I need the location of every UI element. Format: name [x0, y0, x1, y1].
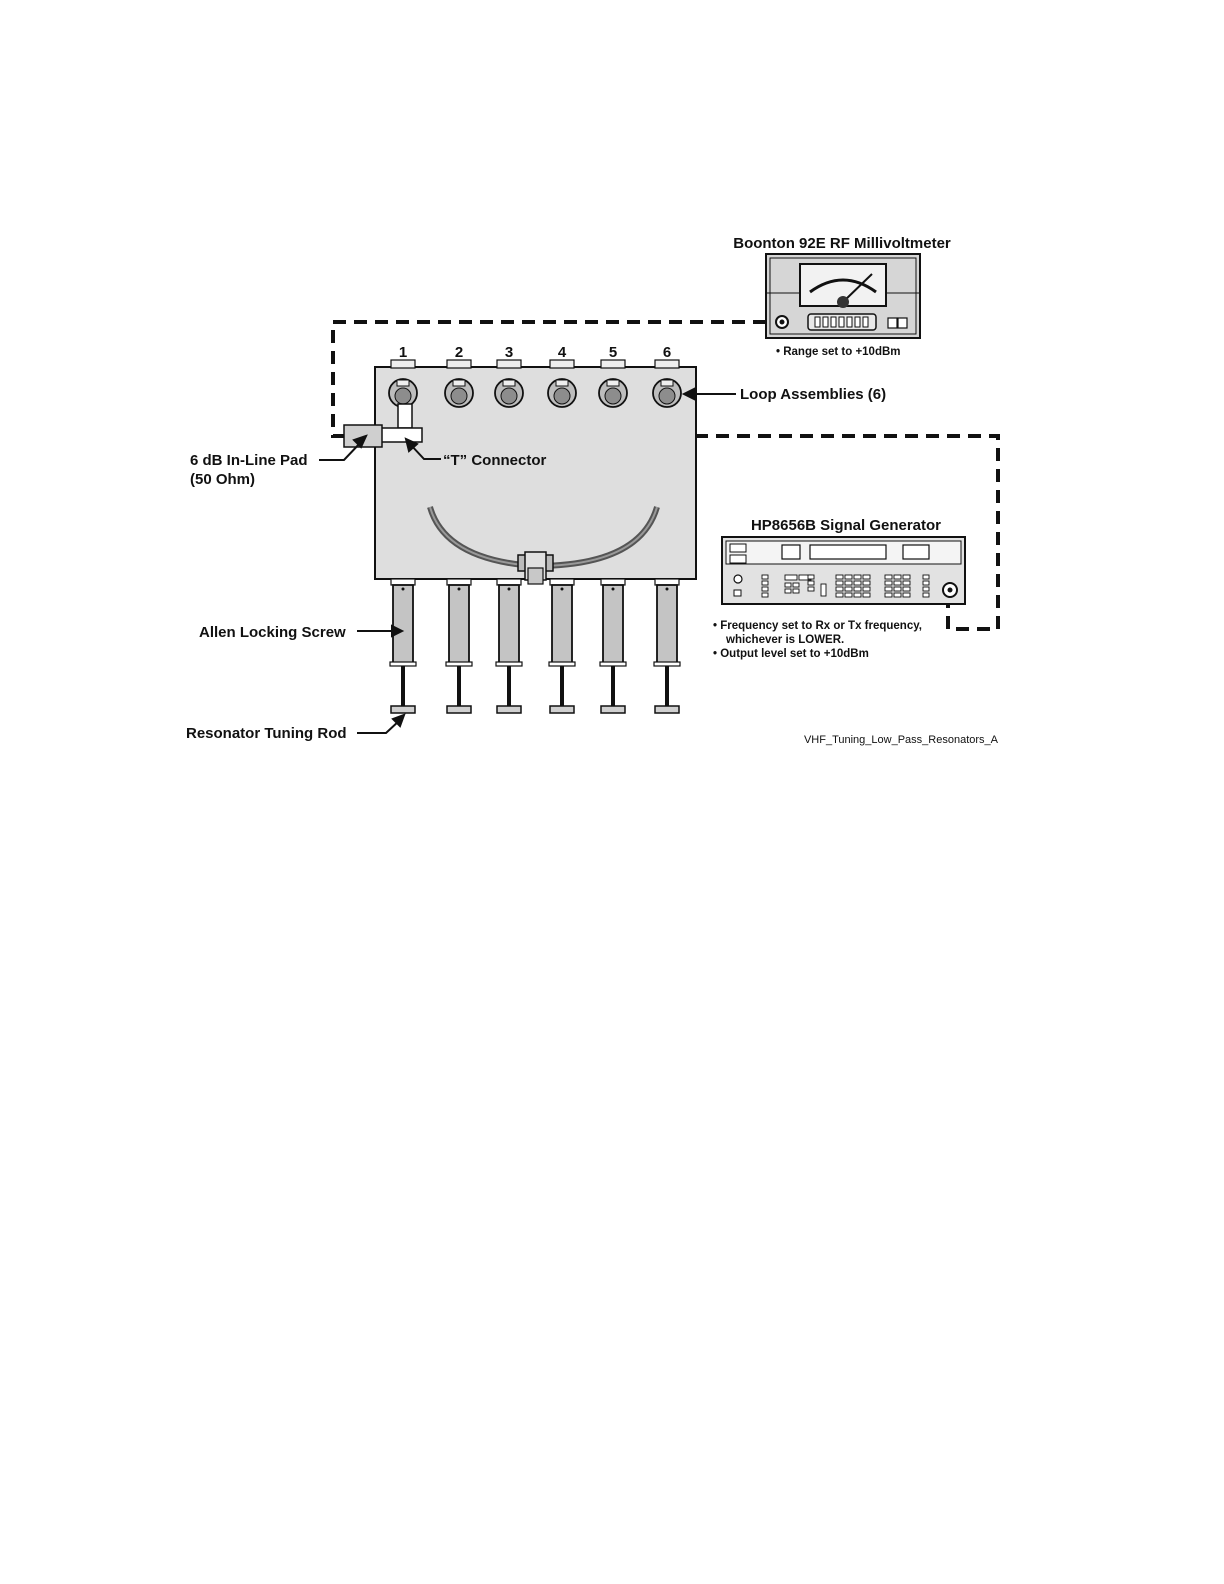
allen-locking-screw: [507, 587, 511, 591]
allen-locking-screw: [401, 587, 405, 591]
loop-assemblies-label: Loop Assemblies (6): [740, 386, 886, 403]
allen-locking-screw: [457, 587, 461, 591]
bullet-glyph: •: [713, 648, 720, 660]
loop-number: 1: [399, 344, 407, 361]
loop-assemblies: [388, 359, 682, 408]
generator-cable: [422, 434, 1000, 631]
hp8656b-signal-generator: [721, 536, 966, 605]
figure-caption: VHF_Tuning_Low_Pass_Resonators_A: [804, 734, 999, 746]
generator-note-2: • Output level set to +10dBm: [713, 648, 869, 660]
generator-note-1-cont: whichever is LOWER.: [725, 634, 844, 646]
resonator-tuning-rod: [445, 578, 473, 714]
loop-number: 5: [609, 344, 617, 361]
loop-number: 4: [558, 344, 567, 361]
loop-assembly: [652, 359, 682, 408]
gen-display-right: [902, 544, 930, 560]
boonton-millivoltmeter: [765, 253, 921, 339]
tuning-rod-label: Resonator Tuning Rod: [186, 725, 347, 742]
meter-needle: [842, 273, 873, 303]
meter-cable: [331, 320, 766, 438]
meter-scale: [809, 278, 877, 294]
test-cables: [331, 320, 1000, 631]
resonator-tuning-rod: [495, 578, 523, 714]
gen-display-left: [781, 544, 801, 560]
allen-locking-screw: [665, 587, 669, 591]
loop-numbers: 1 2 3 4 5 6: [399, 344, 671, 361]
loop-assembly: [444, 359, 474, 408]
resonator-tuning-rod: [548, 578, 576, 714]
resonator-tuning-rod: [653, 578, 681, 714]
allen-screw-label: Allen Locking Screw: [199, 624, 346, 641]
meter-range-note: • Range set to +10dBm: [776, 346, 901, 358]
generator-title: HP8656B Signal Generator: [751, 517, 941, 534]
generator-note-1: • Frequency set to Rx or Tx frequency,: [713, 620, 922, 632]
loop-number: 3: [505, 344, 513, 361]
loop-assembly: [598, 359, 628, 408]
resonator-housing: [374, 366, 697, 580]
arrow-head: [391, 713, 406, 728]
allen-locking-screw: [560, 587, 564, 591]
loop-assembly: [547, 359, 577, 408]
callout-leaders: [319, 387, 736, 734]
t-connector-label: “T” Connector: [443, 452, 546, 469]
resonator-tuning-rod: [389, 578, 417, 714]
resonator-tuning-rod: [599, 578, 627, 714]
pad-impedance-label: (50 Ohm): [190, 471, 255, 488]
gen-keypad: [761, 574, 930, 598]
arrow-head: [352, 434, 368, 449]
bullet-glyph: •: [713, 620, 720, 632]
gen-knob: [733, 574, 743, 584]
loop-number: 6: [663, 344, 671, 361]
loop-number: 2: [455, 344, 463, 361]
pad-label: 6 dB In-Line Pad: [190, 452, 308, 469]
arrow-head: [391, 624, 405, 638]
loop-assembly: [494, 359, 524, 408]
meter-title: Boonton 92E RF Millivoltmeter: [733, 235, 951, 252]
loop-assembly: [388, 359, 418, 408]
bullet-glyph: •: [776, 346, 783, 358]
gen-display-main: [809, 544, 887, 560]
allen-locking-screw: [611, 587, 615, 591]
center-connector: [517, 551, 554, 585]
arrow-head: [404, 437, 419, 453]
arrow-head: [681, 387, 695, 401]
resonator-rods: [389, 578, 681, 714]
